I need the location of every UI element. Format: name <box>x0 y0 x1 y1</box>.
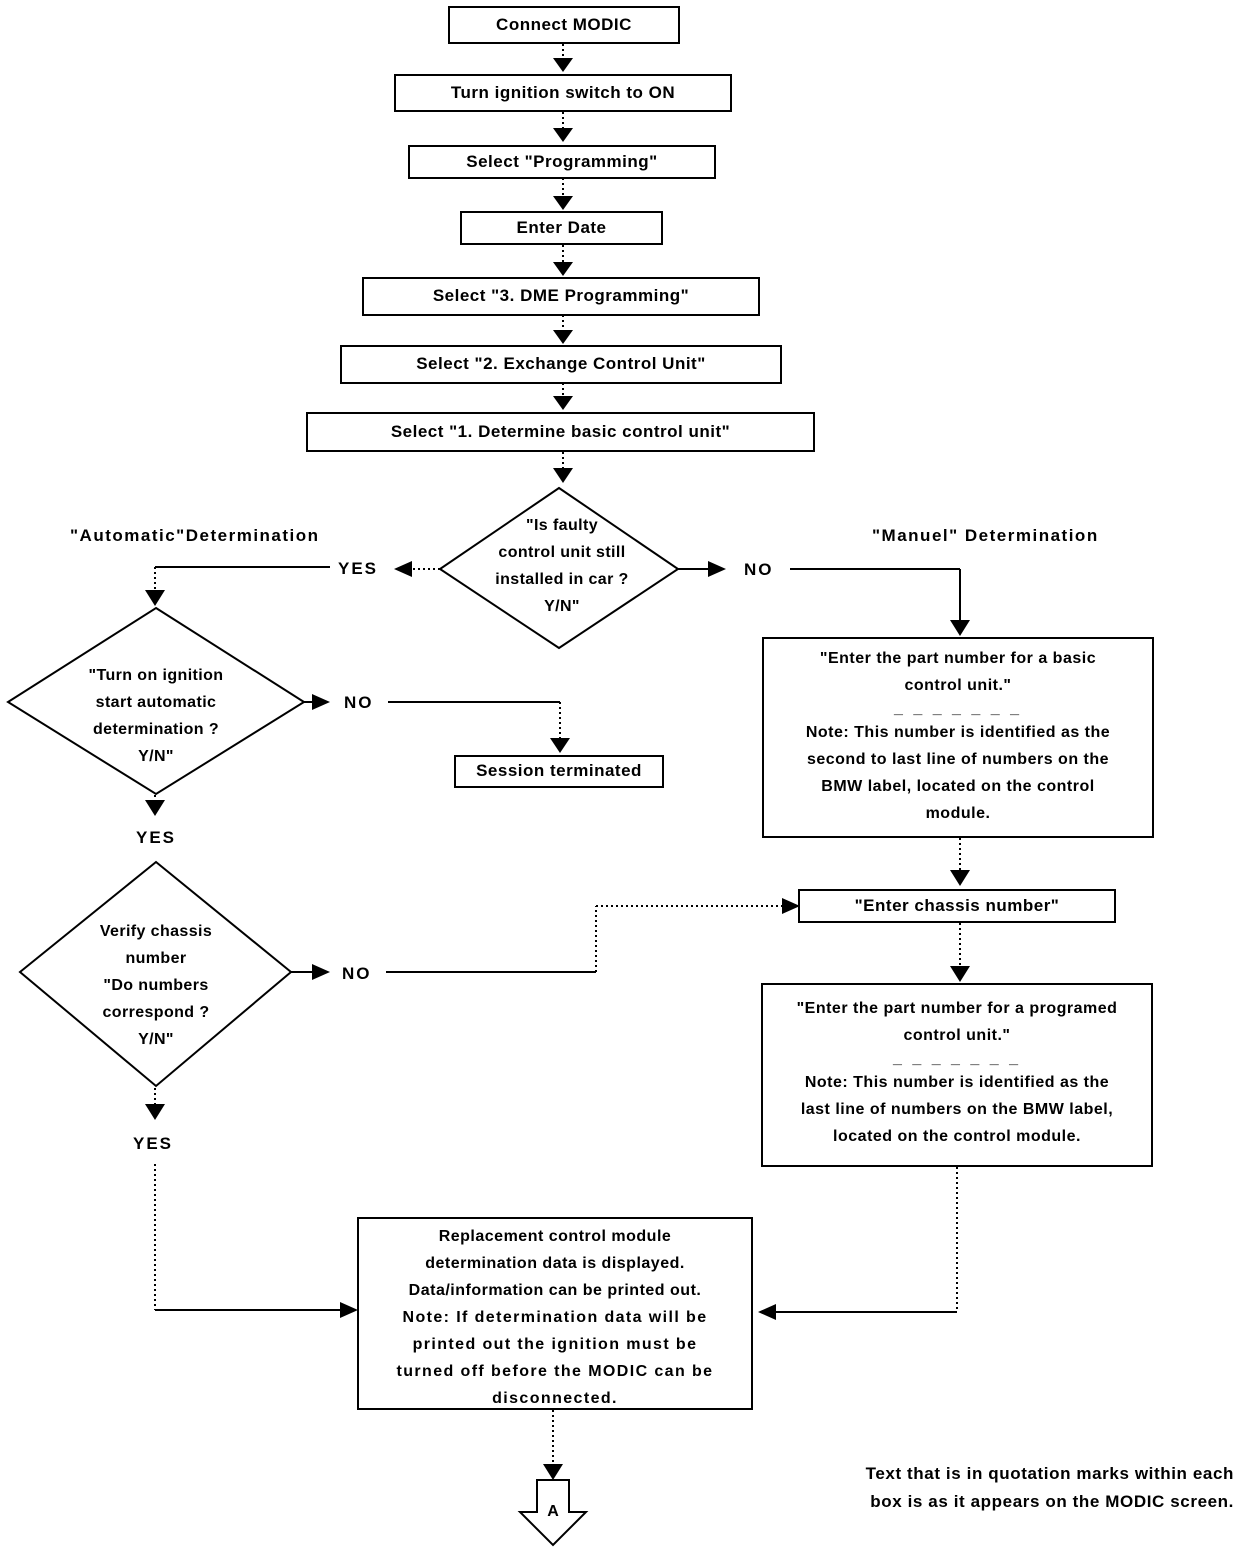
offpage-connector-label: A <box>547 1503 559 1520</box>
label-no-installed: NO <box>744 560 774 579</box>
decision-faulty-installed <box>438 486 680 650</box>
step-dme-programming: Select "3. DME Programming" <box>362 277 760 316</box>
label-no-auto: NO <box>344 693 374 712</box>
box-session-terminated: Session terminated <box>454 755 664 788</box>
step-exchange-control-unit: Select "2. Exchange Control Unit" <box>340 345 782 384</box>
decision-faulty-installed-text: "Is faulty control unit still installed … <box>495 517 629 615</box>
label-no-chassis: NO <box>342 964 372 983</box>
decision-auto-determination <box>6 606 306 796</box>
box-enter-chassis-number: "Enter chassis number" <box>798 889 1116 923</box>
footnote: Text that is in quotation marks within e… <box>865 1464 1234 1511</box>
heading-manual-determination: "Manuel" Determination <box>872 526 1099 545</box>
decision-verify-chassis-text: Verify chassis number "Do numbers corres… <box>99 923 213 1048</box>
label-yes-chassis: YES <box>133 1134 174 1153</box>
box-enter-programmed-part-number: "Enter the part number for a programed c… <box>761 983 1153 1167</box>
label-yes-auto: YES <box>136 828 177 847</box>
step-select-programming: Select "Programming" <box>408 145 716 179</box>
decision-auto-determination-text: "Turn on ignition start automatic determ… <box>88 667 224 765</box>
step-connect-modic: Connect MODIC <box>448 6 680 44</box>
step-enter-date: Enter Date <box>460 211 663 245</box>
step-ignition-on: Turn ignition switch to ON <box>394 74 732 112</box>
decision-verify-chassis <box>18 860 293 1088</box>
heading-automatic-determination: "Automatic"Determination <box>70 526 320 545</box>
box-enter-basic-part-number: "Enter the part number for a basic contr… <box>762 637 1154 838</box>
box-replacement-data-displayed: Replacement control module determination… <box>357 1217 753 1410</box>
label-yes-installed: YES <box>338 559 379 578</box>
offpage-connector-shape <box>517 1479 589 1547</box>
step-determine-basic-unit: Select "1. Determine basic control unit" <box>306 412 815 452</box>
